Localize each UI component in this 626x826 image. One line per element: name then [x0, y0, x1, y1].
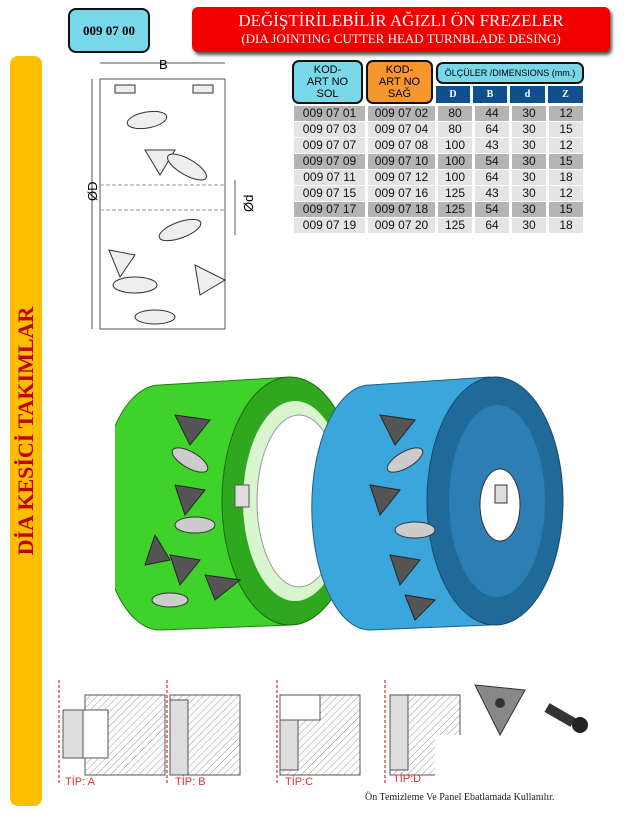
tip-a-diagram	[58, 680, 166, 785]
table-cell: 009 07 15	[294, 186, 365, 201]
label-b: B	[159, 57, 168, 72]
table-cell: 125	[438, 186, 472, 201]
tip-diagrams	[58, 680, 588, 785]
table-cell: 30	[512, 202, 546, 217]
title-banner: DEĞİŞTİRİLEBİLİR AĞIZLI ÖN FREZELER (DIA…	[192, 7, 610, 52]
product-code: 009 07 00	[83, 22, 135, 38]
table-cell: 30	[512, 122, 546, 137]
table-cell: 009 07 12	[368, 170, 435, 185]
sidebar-label: DİA KESİCİ TAKIMLAR	[13, 306, 38, 556]
table-cell: 009 07 07	[294, 138, 365, 153]
tip-c-label: TİP:C	[285, 776, 314, 788]
table-cell: 009 07 16	[368, 186, 435, 201]
title: DEĞİŞTİRİLEBİLİR AĞIZLI ÖN FREZELER	[238, 11, 564, 30]
table-cell: 009 07 18	[368, 202, 435, 217]
header-sol-label: KOD- ART NO SOL	[306, 64, 349, 100]
table-cell: 30	[512, 154, 546, 169]
footer-note: Ön Temizleme Ve Panel Ebatlamada Kullanı…	[365, 792, 555, 803]
col-d: d	[510, 86, 545, 103]
table-cell: 30	[512, 106, 546, 121]
table-cell: 18	[549, 170, 583, 185]
table-cell: 43	[475, 138, 509, 153]
table-cell: 64	[475, 122, 509, 137]
header-dimensions-label: ÖLÇÜLER /DIMENSIONS (mm.)	[444, 68, 576, 78]
table-cell: 009 07 03	[294, 122, 365, 137]
table-cell: 009 07 19	[294, 218, 365, 233]
label-d: Ød	[241, 195, 255, 212]
table-cell: 009 07 17	[294, 202, 365, 217]
table-cell: 125	[438, 218, 472, 233]
header-sag-label: KOD- ART NO SAĞ	[378, 64, 421, 100]
table-cell: 80	[438, 122, 472, 137]
col-D: D	[436, 86, 470, 103]
table-cell: 009 07 20	[368, 218, 435, 233]
tip-a-label: TİP: A	[65, 776, 95, 788]
screw-icon	[544, 703, 588, 733]
technical-drawing: B ØD Ød	[85, 57, 255, 330]
table-cell: 64	[475, 218, 509, 233]
tip-d-diagram	[384, 680, 465, 785]
table-cell: 15	[549, 122, 583, 137]
table-cell: 009 07 09	[294, 154, 365, 169]
table-cell: 009 07 01	[294, 106, 365, 121]
table-cell: 54	[475, 202, 509, 217]
table-cell: 12	[549, 138, 583, 153]
tip-b-diagram	[166, 680, 241, 785]
tip-c-diagram	[276, 680, 361, 785]
cutter-heads-image	[115, 376, 564, 631]
sidebar-category: DİA KESİCİ TAKIMLAR	[10, 56, 42, 806]
tip-d-label: TİP:D	[393, 773, 422, 785]
table-cell: 54	[475, 154, 509, 169]
col-Z: Z	[548, 86, 583, 103]
insert-icon	[474, 684, 526, 737]
subtitle: (DIA JOINTING CUTTER HEAD TURNBLADE DESI…	[241, 31, 561, 46]
table-cell: 15	[549, 202, 583, 217]
table-cell: 009 07 04	[368, 122, 435, 137]
table-cell: 30	[512, 186, 546, 201]
table-cell: 100	[438, 170, 472, 185]
table-cell: 43	[475, 186, 509, 201]
table-cell: 12	[549, 186, 583, 201]
product-code-badge: 009 07 00	[68, 8, 150, 53]
header-sag: KOD- ART NO SAĞ	[366, 60, 433, 104]
table-cell: 64	[475, 170, 509, 185]
blue-cutter	[311, 376, 564, 631]
col-B: B	[473, 86, 507, 103]
table-cell: 009 07 10	[368, 154, 435, 169]
table-cell: 009 07 08	[368, 138, 435, 153]
table-cell: 30	[512, 218, 546, 233]
table-cell: 100	[438, 154, 472, 169]
table-cell: 125	[438, 202, 472, 217]
tip-b-label: TİP: B	[175, 776, 206, 788]
table-cell: 80	[438, 106, 472, 121]
table-cell: 15	[549, 154, 583, 169]
table-cell: 009 07 02	[368, 106, 435, 121]
table-cell: 18	[549, 218, 583, 233]
table-cell: 44	[475, 106, 509, 121]
table-cell: 100	[438, 138, 472, 153]
label-D: ØD	[85, 182, 100, 202]
header-sol: KOD- ART NO SOL	[292, 60, 363, 104]
table-cell: 30	[512, 138, 546, 153]
table-cell: 12	[549, 106, 583, 121]
table-cell: 009 07 11	[294, 170, 365, 185]
header-dimensions: ÖLÇÜLER /DIMENSIONS (mm.)	[436, 62, 584, 84]
table-cell: 30	[512, 170, 546, 185]
